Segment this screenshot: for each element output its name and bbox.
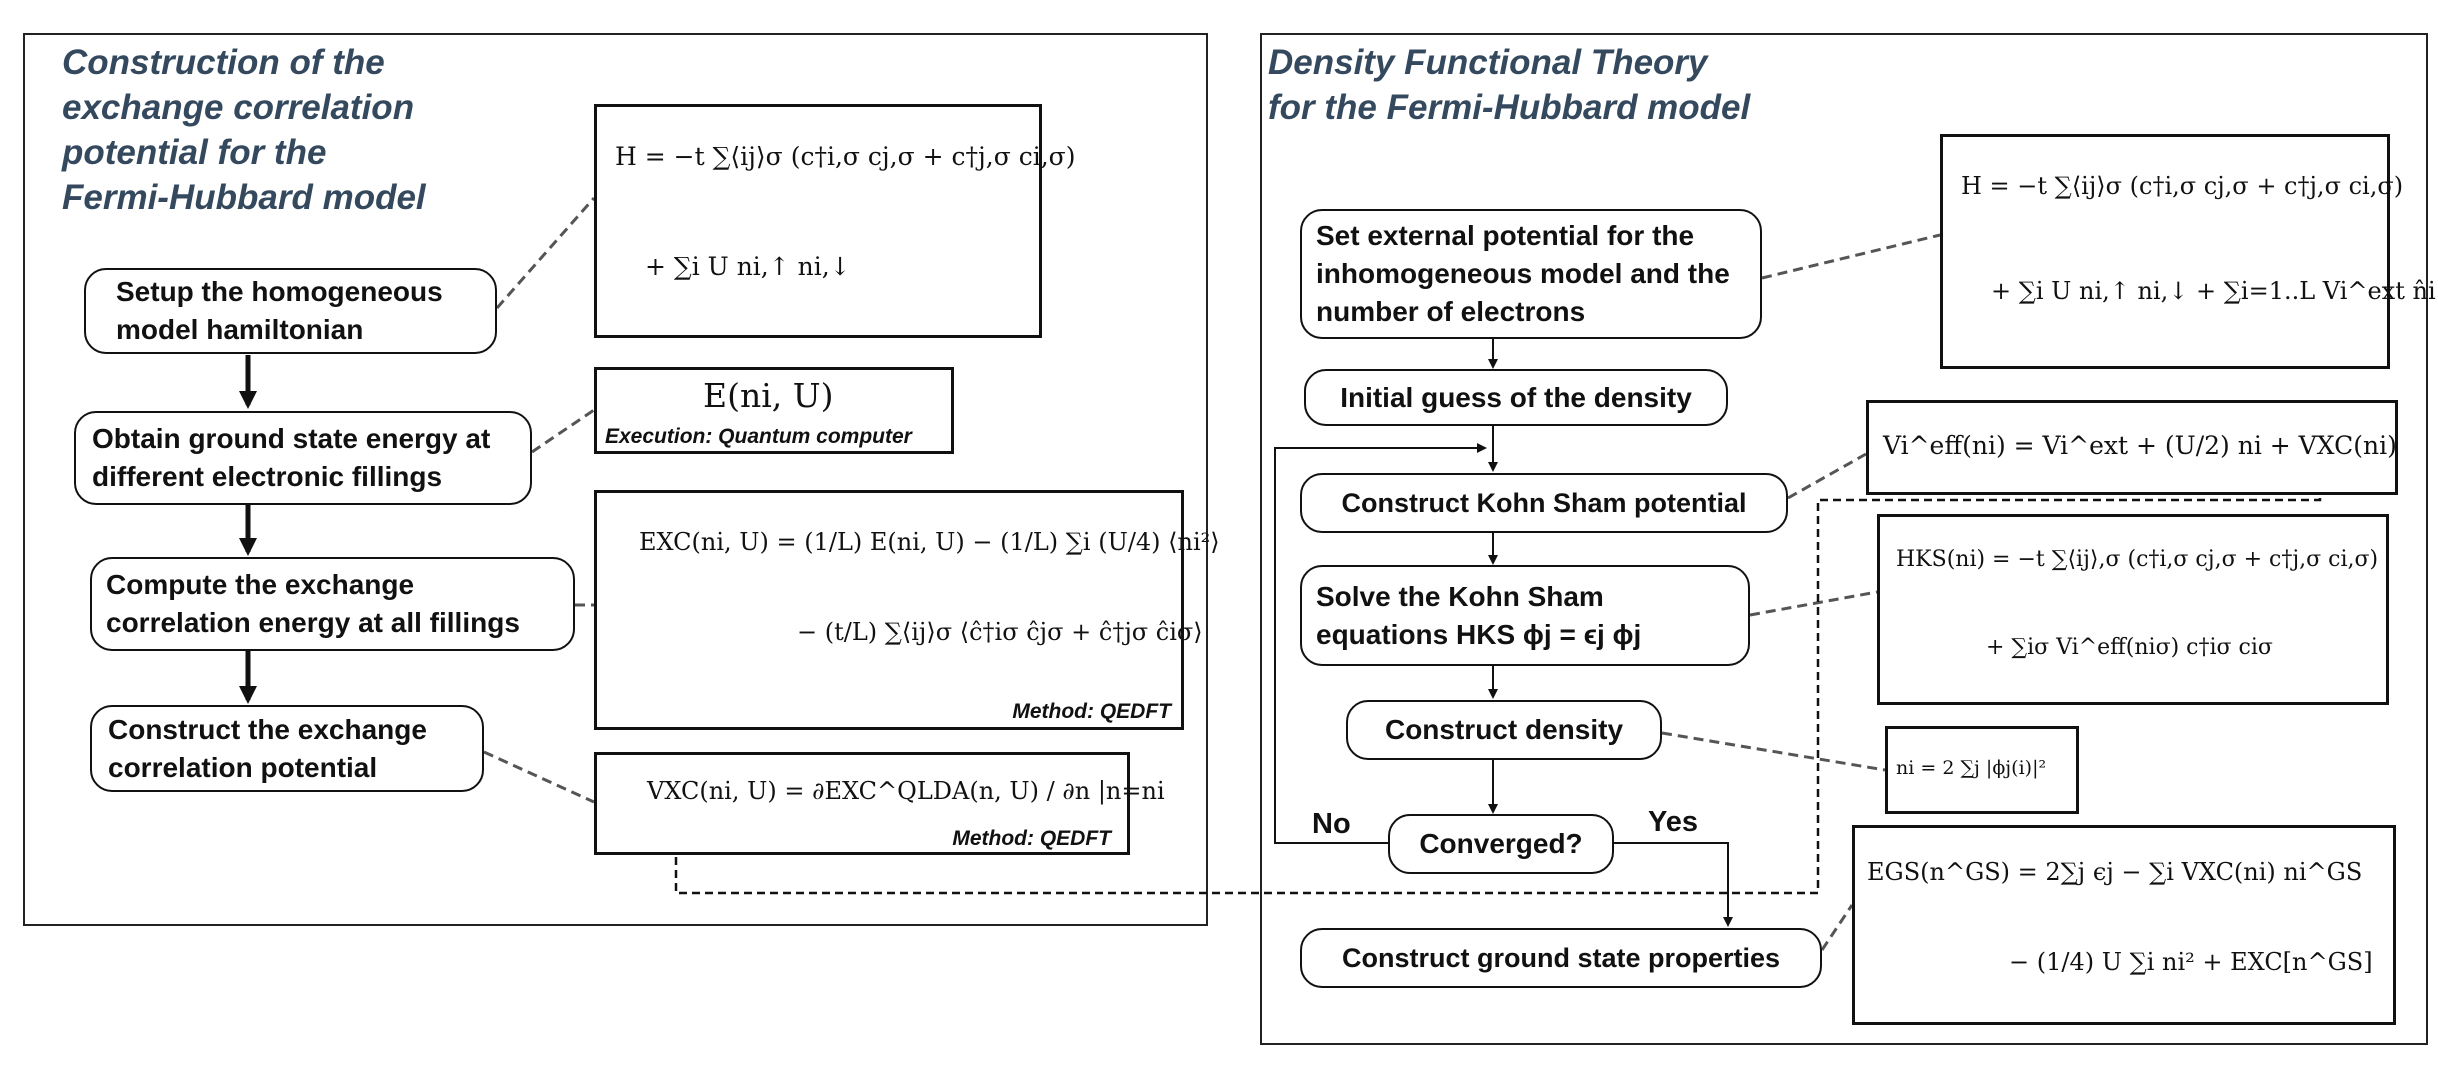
hks-second-line: + ∑iσ Vi^eff(niσ) c†iσ ciσ [1986,635,2273,660]
setup-hamiltonian-step: Setup the homogeneous model hamiltonian [84,268,497,354]
veff-formula: Vi^eff(ni) = Vi^ext + (U/2) ni + VXC(ni) [1883,431,2397,460]
kohn-sham-potential-step: Construct Kohn Sham potential [1300,473,1788,533]
right-panel-title: Density Functional Theory for the Fermi-… [1268,43,1751,127]
ground-state-energy-equation: EGS(n^GS) = 2∑j ϵj − ∑i VXC(ni) ni^GS − … [1852,825,2396,1025]
homogeneous-hamiltonian-equation: H = −t ∑⟨ij⟩σ (c†i,σ cj,σ + c†j,σ ci,σ) … [594,104,1076,338]
ground-energy-box: E(ni, U) Execution: Quantum computer [594,367,954,454]
egs-second-line: − (1/4) U ∑i ni² + EXC[n^GS] [2009,948,2373,976]
yes-branch-label: Yes [1648,806,1698,838]
exchange-correlation-energy-equation: EXC(ni, U) = (1/L) E(ni, U) − (1/L) ∑i (… [594,490,1220,730]
left-panel [23,33,1208,926]
vxc-formula: VXC(ni, U) = ∂EXC^QLDA(n, U) / ∂n |n=ni [647,777,1165,805]
kohn-sham-hamiltonian-equation: HKS(ni) = −t ∑⟨ij⟩,σ (c†i,σ cj,σ + c†j,σ… [1877,514,2389,705]
ground-energy-formula: E(ni, U) [703,376,834,415]
external-potential-step: Set external potential for the inhomogen… [1300,209,1762,339]
density-equation: ni = 2 ∑j |ϕj(i)|² [1885,726,2079,814]
egs-first-line: EGS(n^GS) = 2∑j ϵj − ∑i VXC(ni) ni^GS [1867,858,2363,886]
execution-label: Execution: Quantum computer [605,425,912,448]
left-panel-title: Construction of the exchange correlation… [62,43,426,217]
exc-first-line: EXC(ni, U) = (1/L) E(ni, U) − (1/L) ∑i (… [639,528,1220,556]
hamiltonian-hopping-term: H = −t ∑⟨ij⟩σ (c†i,σ cj,σ + c†j,σ ci,σ) [615,142,1076,171]
ground-state-properties-step: Construct ground state properties [1300,928,1822,988]
density-formula: ni = 2 ∑j |ϕj(i)|² [1896,757,2047,779]
construct-density-step: Construct density [1346,700,1662,760]
vxc-equation-box: VXC(ni, U) = ∂EXC^QLDA(n, U) / ∂n |n=ni … [594,752,1165,855]
solve-kohn-sham-step: Solve the Kohn Sham equations HKS ϕj = ϵ… [1300,565,1750,666]
hamiltonian-interaction-term: + ∑i U ni,↑ ni,↓ [645,252,851,281]
inhomogeneous-hamiltonian-equation: H = −t ∑⟨ij⟩σ (c†i,σ cj,σ + c†j,σ ci,σ) … [1940,134,2436,369]
hks-first-line: HKS(ni) = −t ∑⟨ij⟩,σ (c†i,σ cj,σ + c†j,σ… [1896,547,2379,572]
hamiltonian-hopping-term: H = −t ∑⟨ij⟩σ (c†i,σ cj,σ + c†j,σ ci,σ) [1961,172,2404,200]
exchange-correlation-potential-step: Construct the exchange correlation poten… [90,705,484,792]
initial-density-guess-step: Initial guess of the density [1304,369,1728,426]
effective-potential-equation: Vi^eff(ni) = Vi^ext + (U/2) ni + VXC(ni) [1866,400,2398,495]
exchange-correlation-energy-step: Compute the exchange correlation energy … [90,557,575,651]
right-panel [1260,33,2428,1045]
method-label: Method: QEDFT [952,827,1111,850]
hamiltonian-interaction-term: + ∑i U ni,↑ ni,↓ + ∑i=1..L Vi^ext n̂i [1991,277,2436,305]
ground-state-energy-step: Obtain ground state energy at different … [74,411,532,505]
exc-second-line: − (t/L) ∑⟨ij⟩σ ⟨ĉ†iσ ĉjσ + ĉ†jσ ĉiσ⟩ [797,618,1203,646]
no-branch-label: No [1312,808,1351,840]
method-label: Method: QEDFT [1012,700,1171,723]
converged-decision: Converged? [1388,814,1614,874]
